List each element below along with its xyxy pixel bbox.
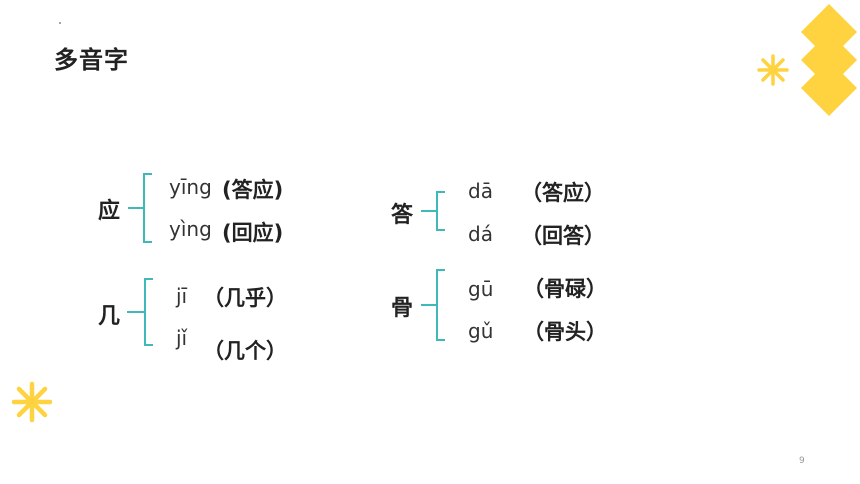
pinyin: dā	[468, 179, 493, 203]
sparkle-icon	[11, 381, 53, 423]
polyphone-char: 应	[98, 199, 121, 224]
page-number: 9	[799, 456, 805, 466]
pinyin: dá	[468, 222, 493, 246]
polyphone-char: 答	[391, 203, 414, 228]
bracket-shape	[128, 173, 152, 243]
pinyin: yìng	[169, 217, 212, 241]
pinyin: yīng	[169, 175, 212, 199]
sparkle-icon	[757, 54, 789, 86]
polyphone-char: 骨	[391, 296, 414, 321]
page-title: 多音字	[54, 46, 129, 74]
example-word: （骨头）	[523, 320, 607, 344]
bracket-shape	[127, 278, 153, 346]
example-word: （几乎）	[203, 286, 287, 310]
example-word: （回答）	[521, 224, 605, 248]
pinyin: jī	[176, 284, 188, 308]
bracket-shape	[421, 191, 445, 231]
example-word: （答应）	[521, 181, 605, 205]
pinyin: gǔ	[468, 319, 494, 343]
example-word: （骨碌）	[523, 277, 607, 301]
example-word: (答应)	[222, 178, 284, 202]
bracket-shape	[421, 269, 445, 341]
polyphone-char: 几	[98, 304, 121, 329]
diamond-shape	[801, 60, 857, 116]
example-word: （几个）	[203, 339, 287, 363]
example-word: (回应)	[222, 221, 284, 245]
decorative-dot	[59, 22, 61, 24]
pinyin: jǐ	[176, 326, 188, 350]
pinyin: gū	[468, 277, 494, 301]
